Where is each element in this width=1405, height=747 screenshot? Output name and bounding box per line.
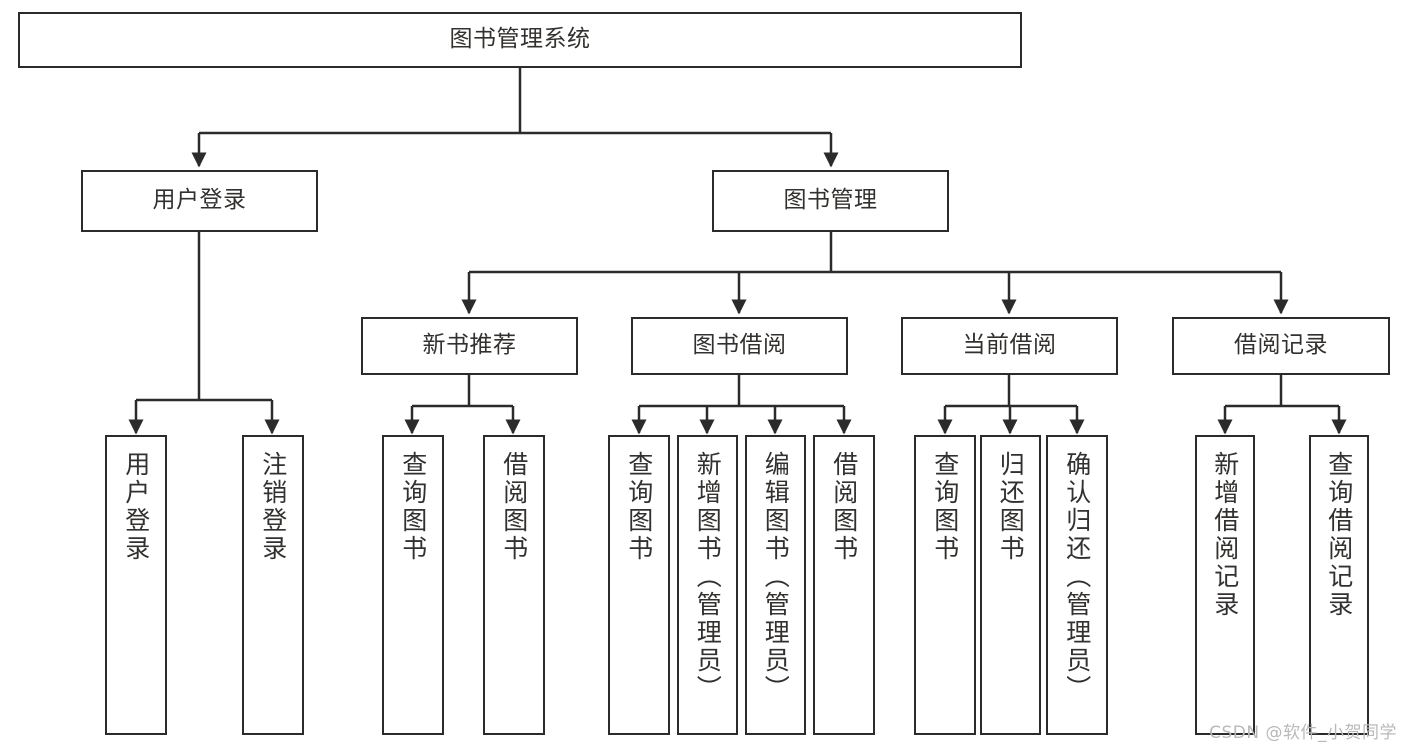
node-book-management-label: 图书管理 <box>783 187 878 214</box>
node-current-borrow-label: 当前借阅 <box>962 332 1057 359</box>
node-current-borrow[interactable]: 当前借阅 <box>901 317 1118 375</box>
node-borrow-records-label: 借阅记录 <box>1234 332 1328 359</box>
node-root[interactable]: 图书管理系统 <box>18 12 1022 68</box>
leaf-borrow-book-label: 借阅图书 <box>829 451 859 563</box>
node-user-login[interactable]: 用户登录 <box>81 170 318 232</box>
node-user-login-label: 用户登录 <box>152 187 247 214</box>
leaf-logout-label: 注销登录 <box>258 451 288 563</box>
node-book-management[interactable]: 图书管理 <box>712 170 949 232</box>
leaf-logout[interactable]: 注销登录 <box>242 435 304 735</box>
leaf-query-book-current[interactable]: 查询图书 <box>914 435 976 735</box>
leaf-confirm-return-admin[interactable]: 确认归还（管理员） <box>1046 435 1108 735</box>
leaf-query-book-current-label: 查询图书 <box>930 451 960 563</box>
leaf-confirm-return-admin-label: 确认归还（管理员） <box>1062 451 1092 703</box>
leaf-borrow-book[interactable]: 借阅图书 <box>813 435 875 735</box>
leaf-add-borrow-record-label: 新增借阅记录 <box>1210 451 1240 619</box>
leaf-query-book-borrow-label: 查询图书 <box>624 451 654 563</box>
leaf-query-book-new-label: 查询图书 <box>398 451 428 563</box>
leaf-add-book-admin-label: 新增图书（管理员） <box>693 451 723 703</box>
leaf-edit-book-admin-label: 编辑图书（管理员） <box>761 451 791 703</box>
node-book-borrow-label: 图书借阅 <box>692 332 787 359</box>
leaf-query-borrow-record[interactable]: 查询借阅记录 <box>1309 435 1369 735</box>
leaf-return-book-label: 归还图书 <box>996 451 1026 563</box>
leaf-borrow-book-new[interactable]: 借阅图书 <box>483 435 545 735</box>
leaf-return-book[interactable]: 归还图书 <box>980 435 1041 735</box>
node-new-book-recommend-label: 新书推荐 <box>422 332 517 359</box>
leaf-user-login-label: 用户登录 <box>121 451 151 563</box>
node-borrow-records[interactable]: 借阅记录 <box>1172 317 1390 375</box>
leaf-edit-book-admin[interactable]: 编辑图书（管理员） <box>745 435 806 735</box>
leaf-query-borrow-record-label: 查询借阅记录 <box>1324 451 1354 619</box>
leaf-query-book-borrow[interactable]: 查询图书 <box>608 435 670 735</box>
node-book-borrow[interactable]: 图书借阅 <box>631 317 848 375</box>
watermark-text: CSDN @软件_小贺同学 <box>1209 723 1397 743</box>
leaf-user-login[interactable]: 用户登录 <box>105 435 167 735</box>
node-new-book-recommend[interactable]: 新书推荐 <box>361 317 578 375</box>
leaf-add-borrow-record[interactable]: 新增借阅记录 <box>1195 435 1255 735</box>
leaf-add-book-admin[interactable]: 新增图书（管理员） <box>677 435 738 735</box>
leaf-borrow-book-new-label: 借阅图书 <box>499 451 529 563</box>
node-root-label: 图书管理系统 <box>449 26 591 53</box>
leaf-query-book-new[interactable]: 查询图书 <box>382 435 444 735</box>
